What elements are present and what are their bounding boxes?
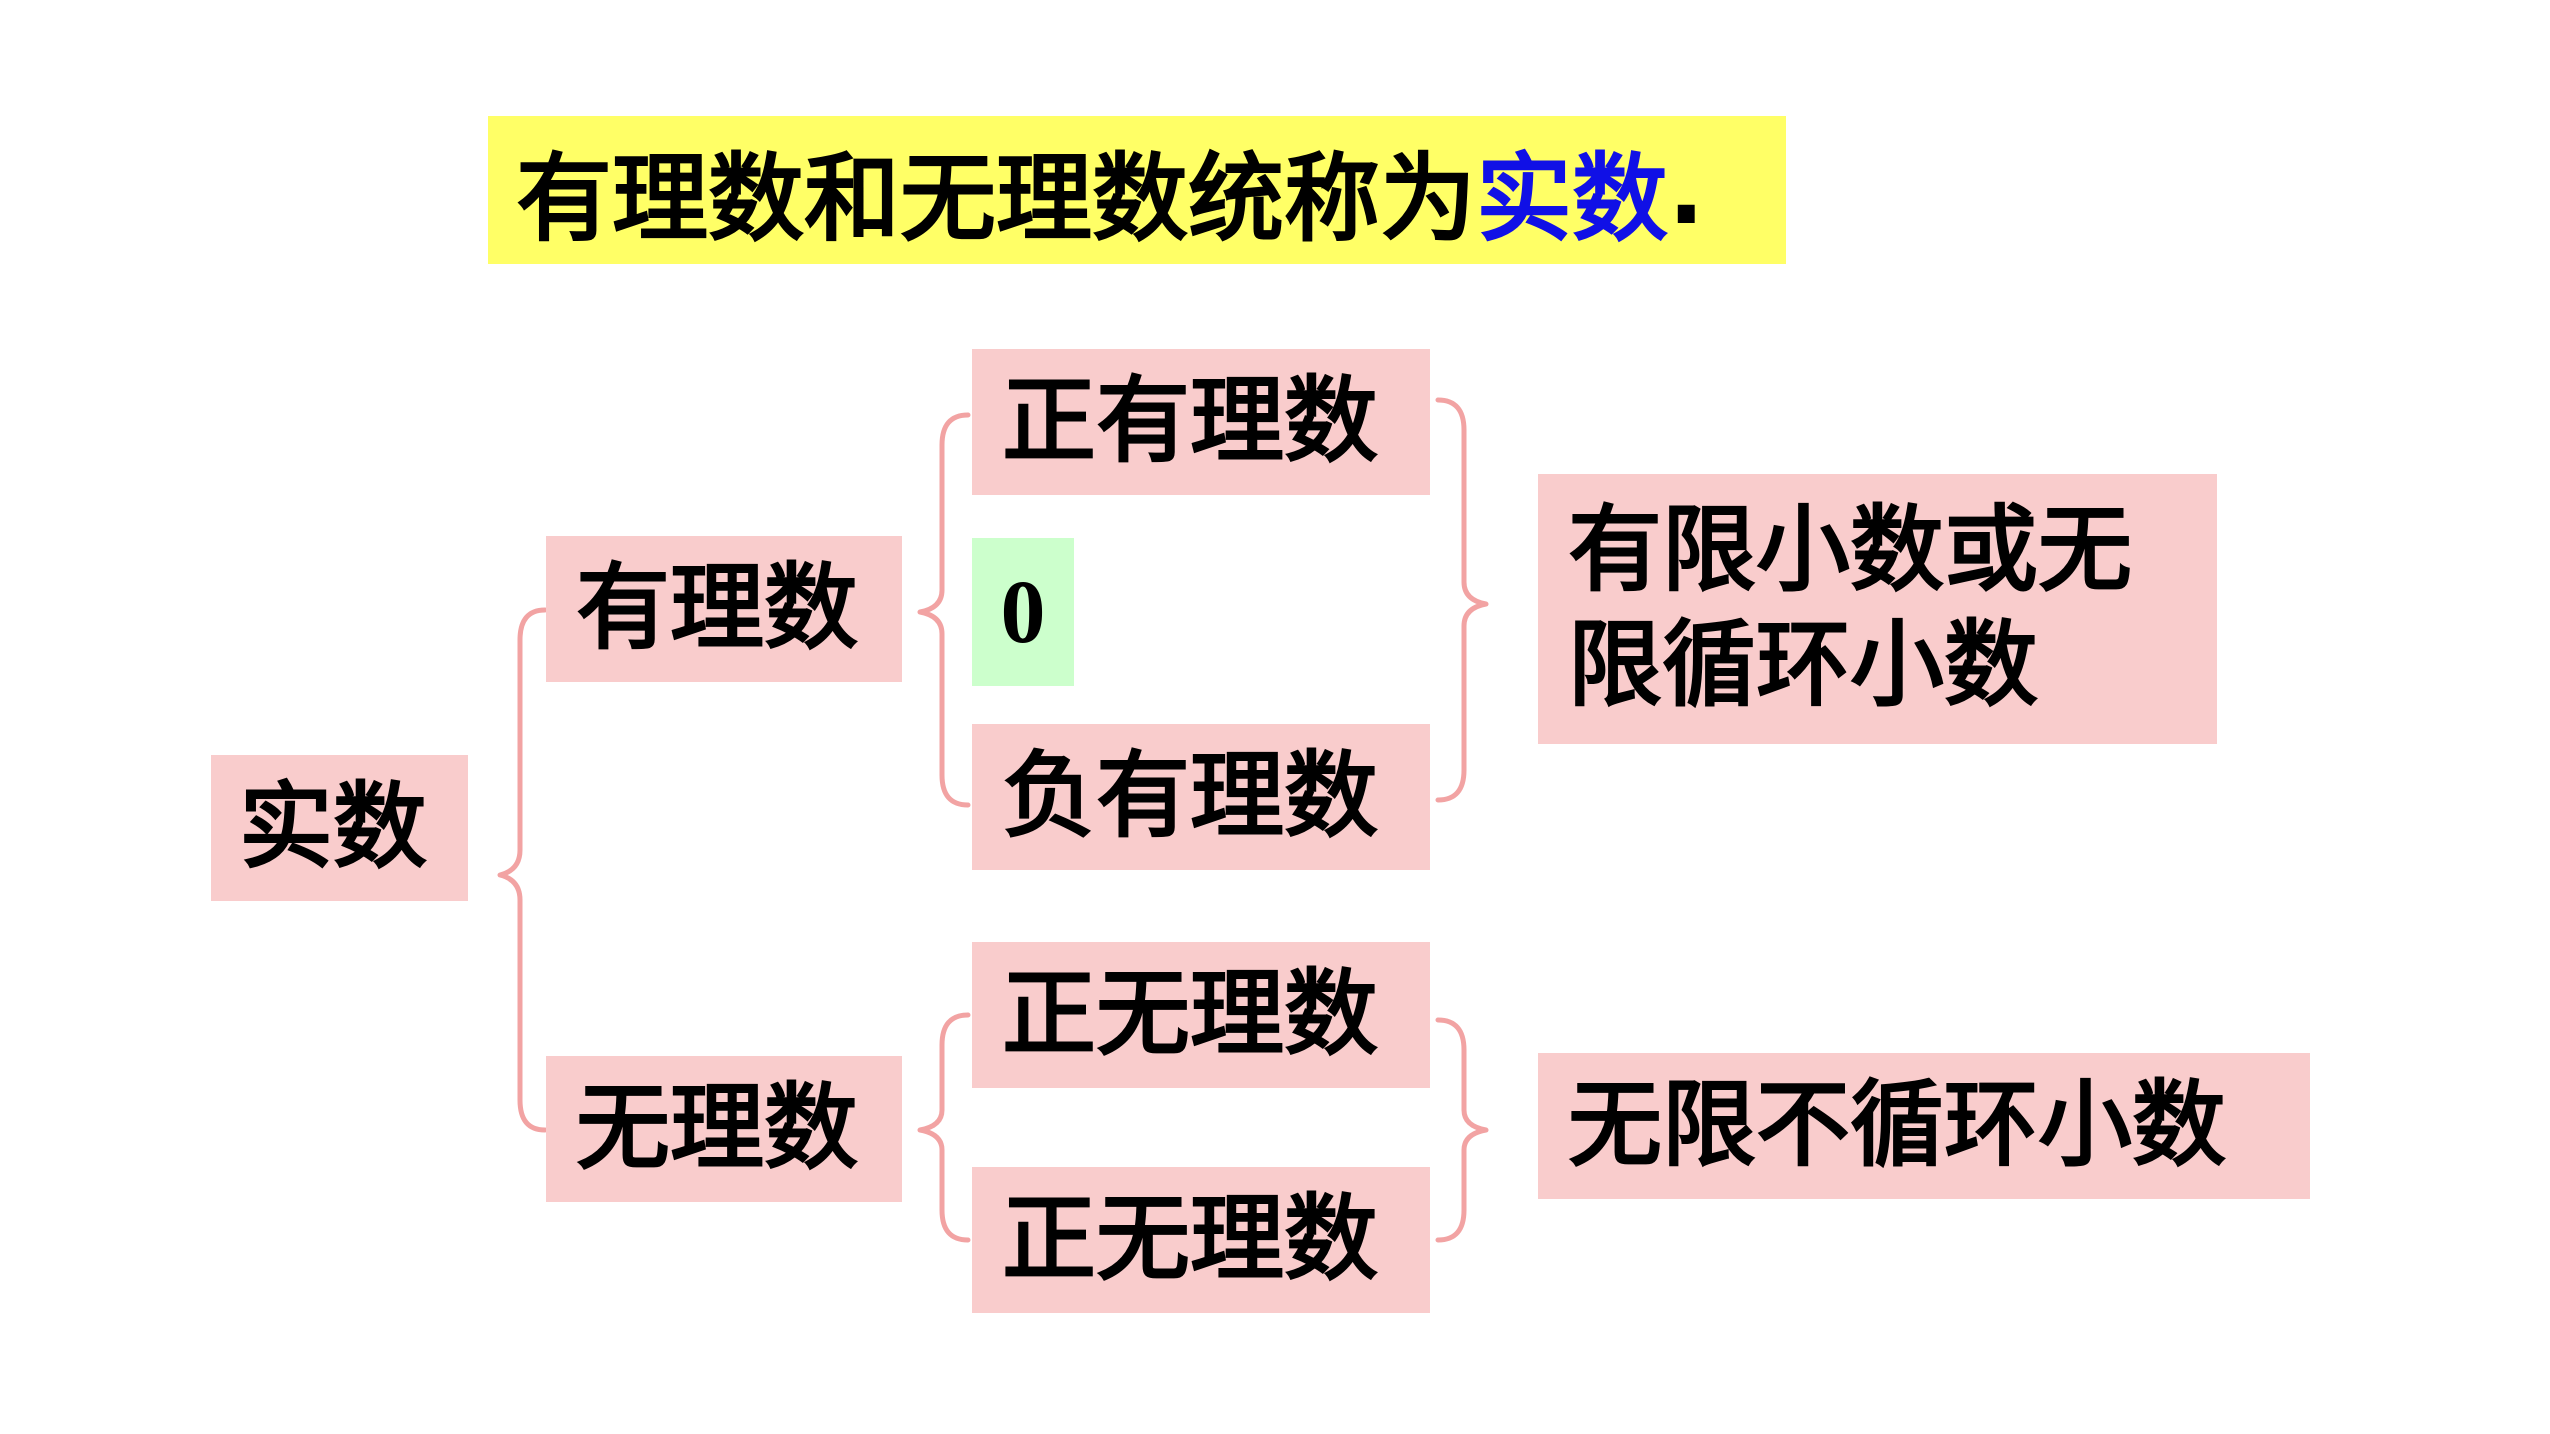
title-prefix: 有理数和无理数统称为: [516, 142, 1476, 255]
brace-rational-right: [1435, 397, 1489, 803]
node-irrational: 无理数: [546, 1056, 902, 1202]
node-negative-rational-label: 负有理数: [1002, 742, 1379, 851]
node-positive-rational-label: 正有理数: [1002, 367, 1379, 476]
brace-irrational: [917, 1012, 971, 1243]
brace-rational: [917, 412, 971, 808]
node-rational-label: 有理数: [576, 554, 859, 663]
node-positive-irrational-2-label: 正无理数: [1002, 1185, 1379, 1294]
node-positive-irrational-2: 正无理数: [972, 1167, 1430, 1313]
title-highlight: 实数: [1476, 142, 1668, 255]
brace-real: [497, 607, 548, 1133]
node-real-label: 实数: [239, 773, 428, 882]
node-positive-irrational-1-label: 正无理数: [1002, 960, 1379, 1069]
node-rational-description-label: 有限小数或无限循环小数: [1568, 496, 2133, 720]
node-irrational-description: 无限不循环小数: [1538, 1053, 2310, 1199]
node-irrational-label: 无理数: [576, 1074, 859, 1183]
node-rational: 有理数: [546, 536, 902, 682]
title-banner: 有理数和无理数统称为实数.: [488, 116, 1786, 264]
node-irrational-description-label: 无限不循环小数: [1568, 1071, 2227, 1180]
node-real: 实数: [211, 755, 468, 901]
node-rational-description: 有限小数或无限循环小数: [1538, 474, 2217, 744]
node-zero: 0: [972, 538, 1074, 686]
node-zero-label: 0: [1000, 562, 1046, 662]
node-negative-rational: 负有理数: [972, 724, 1430, 870]
title-suffix: .: [1668, 134, 1705, 246]
node-positive-irrational-1: 正无理数: [972, 942, 1430, 1088]
node-positive-rational: 正有理数: [972, 349, 1430, 495]
brace-irrational-right: [1435, 1017, 1489, 1243]
